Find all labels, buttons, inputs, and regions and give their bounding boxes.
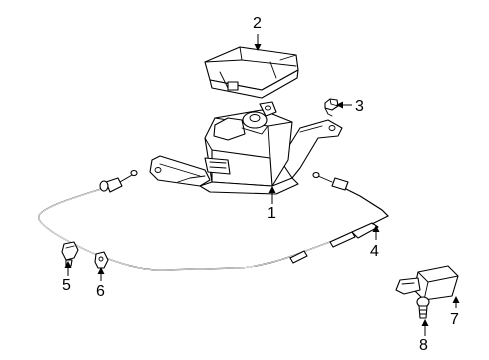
part-6-clip — [94, 251, 109, 269]
part-3-bolt — [324, 98, 339, 117]
callout-4: 4 — [370, 243, 379, 260]
leaders — [64, 34, 460, 336]
callout-2: 2 — [253, 15, 262, 32]
callout-3: 3 — [355, 98, 364, 115]
part-8-fastener — [416, 296, 430, 319]
part-1-actuator — [149, 101, 343, 195]
callout-5: 5 — [62, 277, 71, 294]
callout-6: 6 — [96, 283, 105, 300]
part-2-cover — [204, 46, 299, 99]
callout-7: 7 — [450, 311, 459, 328]
part-7-module — [395, 265, 459, 301]
callout-8: 8 — [419, 337, 428, 354]
part-4-cable — [38, 169, 390, 271]
part-5-clip — [61, 241, 79, 267]
callout-1: 1 — [267, 205, 276, 222]
